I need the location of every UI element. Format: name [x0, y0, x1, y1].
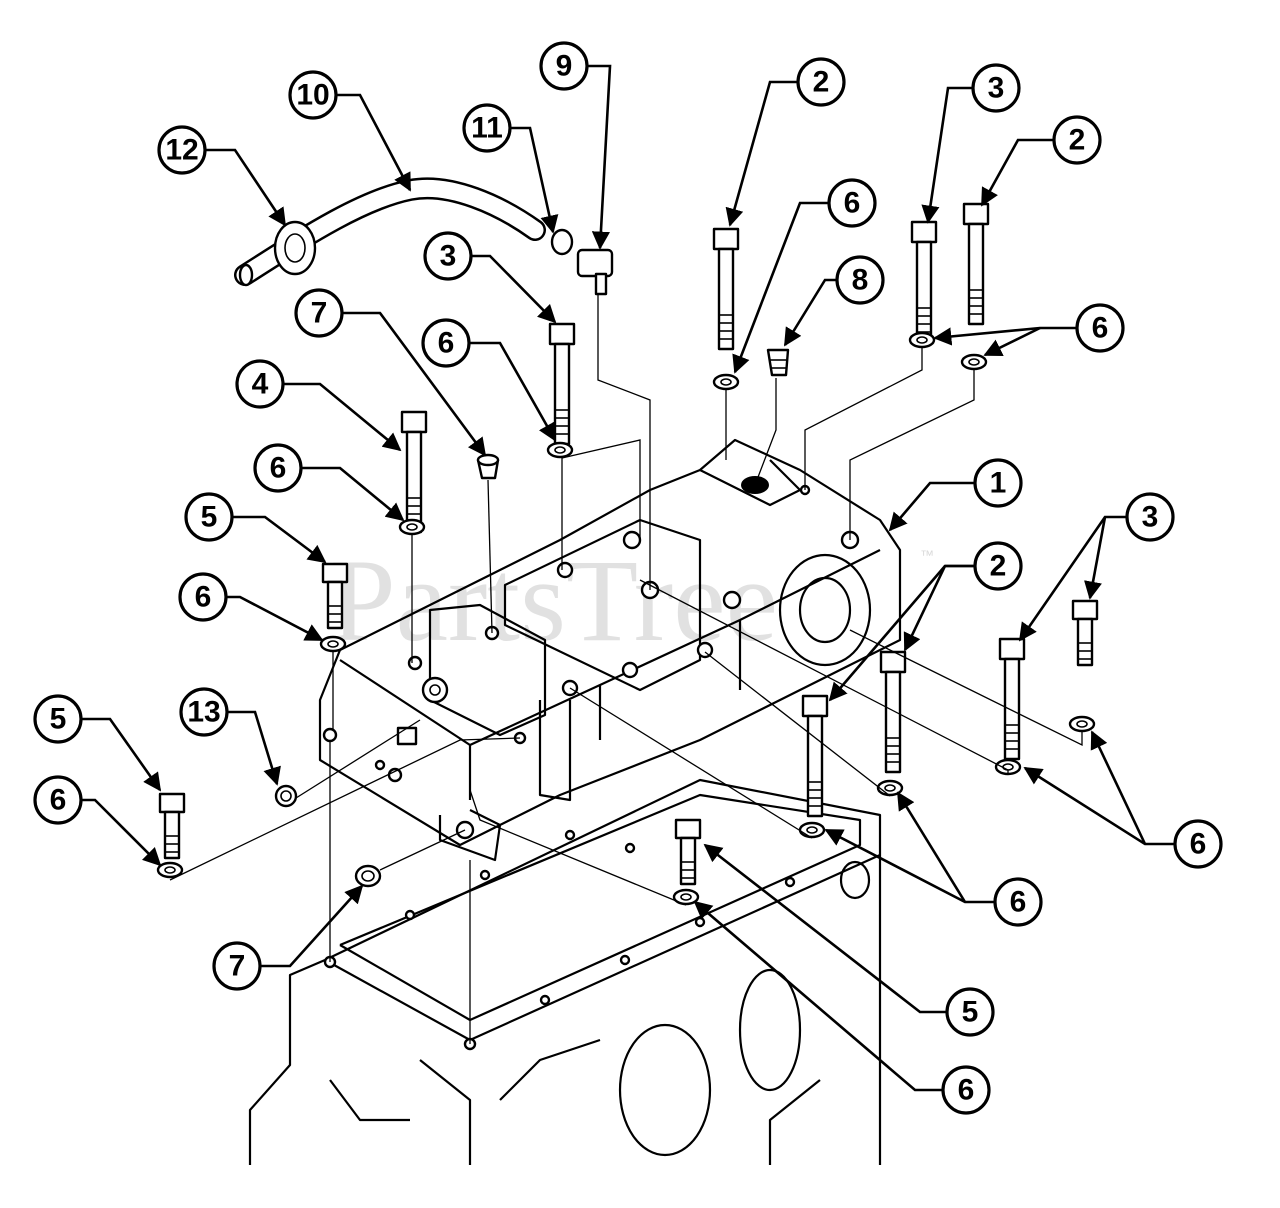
svg-text:13: 13	[187, 696, 220, 729]
svg-text:9: 9	[556, 50, 573, 83]
callout-6: 6	[178, 572, 228, 622]
svg-text:3: 3	[988, 72, 1005, 105]
assembly-guide-lines	[169, 294, 1083, 1044]
svg-text:6: 6	[844, 187, 861, 220]
washer-6-b	[712, 373, 740, 391]
svg-text:6: 6	[270, 452, 287, 485]
callout-7: 7	[294, 288, 344, 338]
svg-text:10: 10	[296, 79, 329, 112]
callout-13: 13	[179, 687, 229, 737]
bolt-3-left	[548, 322, 576, 446]
callout-6: 6	[1075, 303, 1125, 353]
callout-5: 5	[33, 694, 83, 744]
svg-text:4: 4	[252, 368, 269, 401]
engine-block	[248, 778, 882, 1165]
svg-text:3: 3	[1142, 501, 1159, 534]
breather-fitting-9	[576, 248, 614, 296]
plug-7-upper	[476, 453, 500, 480]
callout-3: 3	[971, 63, 1021, 113]
callout-8: 8	[835, 255, 885, 305]
svg-text:6: 6	[195, 581, 212, 614]
callout-6: 6	[827, 178, 877, 228]
plug-13	[274, 784, 298, 808]
svg-text:11: 11	[471, 112, 503, 145]
callout-leaders	[58, 64, 1175, 1092]
washer-6-l	[1068, 715, 1096, 733]
svg-text:6: 6	[1010, 886, 1027, 919]
callout-9: 9	[539, 41, 589, 91]
bolt-5-left	[158, 792, 186, 860]
callout-5: 5	[945, 987, 995, 1037]
svg-text:1: 1	[990, 467, 1007, 500]
callout-6: 6	[993, 877, 1043, 927]
washer-6-g	[156, 861, 184, 879]
bolt-3-lower-a	[998, 637, 1026, 761]
callout-4: 4	[235, 359, 285, 409]
callout-10: 10	[288, 70, 338, 120]
callout-6: 6	[1173, 819, 1223, 869]
callout-2: 2	[796, 57, 846, 107]
callout-2: 2	[1052, 115, 1102, 165]
svg-text:6: 6	[1092, 312, 1109, 345]
plug-8	[766, 348, 790, 377]
hose-clamp-12	[273, 220, 317, 276]
bolt-2-lower-a	[801, 694, 829, 818]
svg-text:8: 8	[852, 264, 869, 297]
svg-text:6: 6	[958, 1074, 975, 1107]
callout-12: 12	[157, 125, 207, 175]
gear-case-housing	[318, 438, 902, 862]
washer-6-d	[960, 353, 988, 371]
hose-clamp-11	[550, 228, 574, 256]
svg-text:5: 5	[201, 501, 218, 534]
plug-7-lower	[354, 864, 382, 888]
bolt-2-lower-b	[879, 650, 907, 774]
bolt-3-lower-b	[1071, 599, 1099, 667]
washer-6-e	[398, 518, 426, 536]
callout-3: 3	[423, 231, 473, 281]
washer-6-f	[319, 635, 347, 653]
bolt-2-top	[712, 227, 740, 351]
callout-6: 6	[941, 1065, 991, 1115]
callout-7: 7	[212, 941, 262, 991]
bolt-3-top-right	[910, 220, 938, 344]
washer-6-a	[546, 441, 574, 459]
svg-text:7: 7	[311, 297, 328, 330]
svg-text:2: 2	[1069, 124, 1086, 157]
washer-6-c	[908, 331, 936, 349]
watermark-trademark: ™	[920, 547, 934, 563]
callout-11: 11	[462, 103, 512, 153]
svg-text:2: 2	[990, 550, 1007, 583]
callout-3: 3	[1125, 492, 1175, 542]
svg-text:2: 2	[813, 66, 830, 99]
callout-1: 1	[973, 458, 1023, 508]
svg-text:6: 6	[438, 327, 455, 360]
svg-text:12: 12	[165, 134, 198, 167]
bolt-2-top-right	[962, 202, 990, 326]
callout-5: 5	[184, 492, 234, 542]
bolt-4	[400, 410, 428, 534]
callout-2: 2	[973, 541, 1023, 591]
callout-6: 6	[421, 318, 471, 368]
callout-6: 6	[33, 775, 83, 825]
svg-text:6: 6	[50, 784, 67, 817]
bolt-5-lower	[674, 818, 702, 886]
svg-text:5: 5	[962, 996, 979, 1029]
svg-text:5: 5	[50, 703, 67, 736]
svg-text:3: 3	[440, 240, 457, 273]
svg-text:6: 6	[1190, 828, 1207, 861]
callout-6: 6	[253, 443, 303, 493]
washer-6-i	[798, 821, 826, 839]
svg-text:7: 7	[229, 950, 246, 983]
